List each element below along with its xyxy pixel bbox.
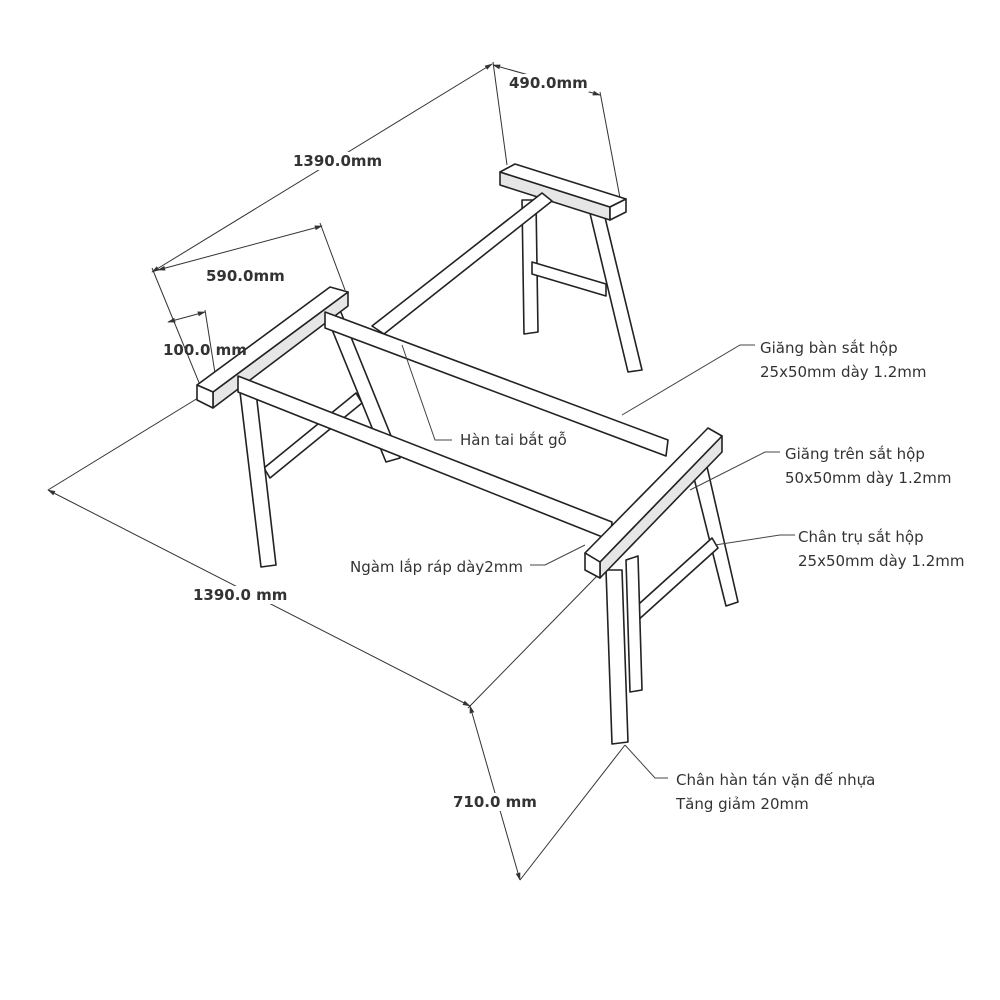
label-giang-tren: Giăng trên sắt hộp 50x50mm dày 1.2mm — [785, 442, 951, 490]
label-chan-tru: Chân trụ sắt hộp 25x50mm dày 1.2mm — [798, 525, 964, 573]
dim-width-top: 490.0mm — [508, 74, 589, 92]
dim-top-bar: 590.0mm — [205, 267, 286, 285]
label-line1: Chân hàn tán vặn đế nhựa — [676, 771, 876, 789]
label-ngam: Ngàm lắp ráp dày2mm — [350, 558, 523, 576]
label-line1: Chân trụ sắt hộp — [798, 528, 924, 546]
label-line2: Tăng giảm 20mm — [676, 795, 809, 813]
label-line2: 25x50mm dày 1.2mm — [760, 363, 927, 381]
leader-lines — [401, 344, 795, 779]
dim-length-top: 1390.0mm — [292, 152, 384, 170]
label-han-tai: Hàn tai bắt gỗ — [460, 431, 567, 449]
right-leg-slant — [689, 457, 739, 607]
dim-bar-thickness: 100.0 mm — [163, 341, 247, 359]
label-line1: Giăng bàn sắt hộp — [760, 339, 898, 357]
right-leg-front — [605, 569, 629, 745]
right-leg-inner — [625, 555, 643, 693]
back-leg-left — [521, 199, 539, 335]
label-line2: 25x50mm dày 1.2mm — [798, 552, 965, 570]
label-line2: 50x50mm dày 1.2mm — [785, 469, 952, 487]
right-crossbar — [629, 537, 719, 623]
dim-height: 710.0 mm — [452, 793, 538, 811]
back-crossbar — [531, 261, 607, 297]
frame — [196, 163, 739, 745]
left-leg-front — [239, 391, 277, 568]
label-line1: Giăng trên sắt hộp — [785, 445, 925, 463]
label-giang-ban: Giăng bàn sắt hộp 25x50mm dày 1.2mm — [760, 336, 926, 384]
dim-length-bottom: 1390.0 mm — [192, 586, 289, 604]
back-rail — [324, 311, 669, 457]
label-chan-han: Chân hàn tán vặn đế nhựa Tăng giảm 20mm — [676, 768, 875, 816]
far-rail — [371, 192, 553, 335]
